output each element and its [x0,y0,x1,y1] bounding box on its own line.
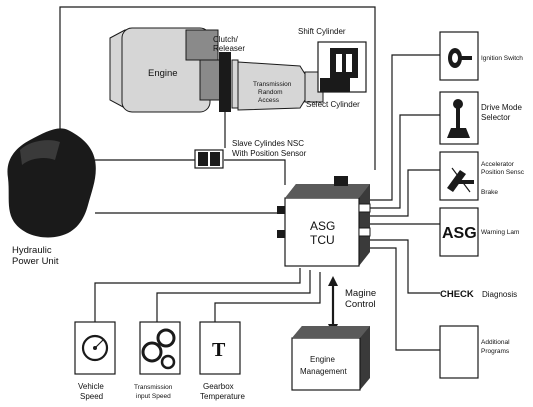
hydraulic-power-unit: Hydraulic Power Unit [7,128,95,267]
additional-label-2: Programs [481,348,510,355]
ignition-switch: Ignition Switch [440,32,523,80]
tcu-label-1: ASG [310,219,335,233]
gearbox-label-1: Gearbox [203,382,234,391]
clutch-label-1: Clutch/ [213,35,239,44]
engine-assembly: Engine Clutch/ Releaser Transmission Ran… [110,27,366,112]
engine-mgmt-label-2: Management [300,367,347,376]
transmission-label-1: Transmission [253,81,292,88]
accel-label-1: Accelerator [481,161,515,168]
warning-lamp: ASG Warning Lam [440,208,519,256]
select-cylinder-label: Select Cylinder [306,100,360,109]
magine-control-label-2: Control [345,299,376,310]
asg-tcu: ASG TCU [277,176,370,266]
drive-mode-selector: Drive Mode Selector [440,92,522,144]
asg-badge: ASG [442,225,477,242]
slave-cylinders: Slave Cylindes NSC With Position Sensor [195,139,307,168]
shift-cylinder-label: Shift Cylinder [298,27,346,36]
transmission-input-speed-sensor: Transmission input Speed [134,322,180,400]
vehicle-speed-sensor: Vehicle Speed [75,322,115,401]
select-cylinder [320,78,350,92]
slave-cylinder-label-1: Slave Cylindes NSC [232,139,304,148]
warning-label: Warning Lam [481,229,519,236]
ignition-label: Ignition Switch [481,55,523,62]
brake-label: Brake [481,189,498,196]
drive-mode-label-1: Drive Mode [481,103,522,112]
hydraulic-label-1: Hydraulic [12,245,52,256]
trans-input-label-1: Transmission [134,384,173,391]
engine-mgmt-label-1: Engine [310,355,335,364]
check-diagnosis: CHECK Diagnosis [440,289,517,300]
vehicle-label-1: Vehicle [78,382,104,391]
magine-control-label-1: Magine [345,288,376,299]
engine-label: Engine [148,68,178,79]
accel-label-2: Position Sensc [481,169,525,176]
additional-label-1: Additional [481,339,510,346]
clutch-releaser [219,52,231,112]
clutch-label-2: Releaser [213,44,245,53]
accelerator-brake: Accelerator Position Sensc Brake [440,152,525,200]
diagnosis-label: Diagnosis [482,290,517,299]
slave-cylinder-label-2: With Position Sensor [232,149,307,158]
gearbox-temperature-sensor: T Gearbox Temperature [200,322,245,401]
trans-input-label-2: input Speed [136,393,171,400]
transmission-label-2: Random [258,89,283,96]
additional-programs: Additional Programs [440,326,510,378]
thermometer-icon: T [212,339,226,361]
hydraulic-label-2: Power Unit [12,256,59,267]
transmission-label-3: Access [258,97,280,104]
drive-mode-label-2: Selector [481,113,511,122]
check-label: CHECK [440,289,474,300]
gearbox-label-2: Temperature [200,392,245,401]
vehicle-label-2: Speed [80,392,103,401]
engine-management: Engine Management [292,326,370,390]
tcu-label-2: TCU [310,233,335,247]
